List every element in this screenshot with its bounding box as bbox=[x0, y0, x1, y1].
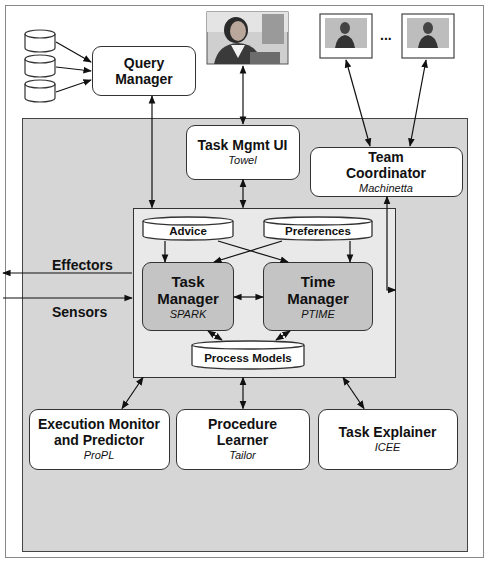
node-subtitle: ICEE bbox=[375, 441, 401, 454]
node-title: Process Models bbox=[204, 352, 292, 365]
node-title: Task Explainer bbox=[339, 424, 437, 440]
connector-arrow bbox=[387, 197, 396, 291]
node-title: Task Mgmt UI bbox=[198, 137, 288, 153]
node-subtitle: ProPL bbox=[84, 449, 115, 462]
user-photo bbox=[207, 12, 288, 64]
text-label: ... bbox=[380, 27, 392, 43]
text-label: Sensors bbox=[52, 304, 107, 320]
connector-arrow bbox=[234, 296, 263, 297]
ui-box: Task Mgmt UITowel bbox=[186, 125, 300, 180]
connector-arrow bbox=[122, 378, 143, 409]
team-screen bbox=[320, 14, 454, 58]
node-title: Execution Monitor and Predictor bbox=[31, 416, 167, 448]
connector-arrow bbox=[164, 241, 165, 262]
node-subtitle: Tailor bbox=[229, 449, 256, 462]
connector-arrow bbox=[214, 241, 282, 262]
connector-arrow bbox=[349, 241, 350, 262]
node-title: Team Coordinator bbox=[336, 149, 436, 181]
node-title: Task Manager bbox=[152, 273, 224, 307]
coordinator-box: Team CoordinatorMachinetta bbox=[310, 147, 463, 197]
text-label: Effectors bbox=[52, 257, 113, 273]
module-box: Procedure LearnerTailor bbox=[176, 409, 310, 470]
connector-arrow bbox=[151, 96, 152, 208]
query-manager-box: Query Manager bbox=[92, 46, 196, 96]
manager-box: Task ManagerSPARK bbox=[142, 262, 234, 331]
node-subtitle: SPARK bbox=[170, 308, 206, 321]
connector-arrow bbox=[343, 378, 364, 409]
connector-arrow bbox=[218, 241, 288, 262]
node-subtitle: PTIME bbox=[301, 308, 335, 321]
node-title: Preferences bbox=[285, 225, 351, 238]
input-arrow bbox=[56, 42, 91, 92]
connector-arrow bbox=[208, 331, 222, 340]
node-title: Query Manager bbox=[104, 55, 184, 87]
node-subtitle: Machinetta bbox=[359, 182, 413, 195]
module-box: Execution Monitor and PredictorProPL bbox=[29, 409, 170, 470]
node-subtitle: Towel bbox=[228, 154, 256, 167]
manager-box: Time ManagerPTIME bbox=[263, 262, 373, 331]
connector-arrow bbox=[242, 378, 243, 409]
store-cylinder: Process Models bbox=[191, 340, 305, 370]
connector-arrow bbox=[242, 180, 243, 208]
node-title: Time Manager bbox=[282, 273, 354, 307]
store-cylinder: Advice bbox=[142, 216, 234, 241]
database-symbol bbox=[25, 30, 55, 102]
store-cylinder: Preferences bbox=[263, 216, 373, 241]
module-box: Task ExplainerICEE bbox=[318, 409, 458, 470]
node-title: Advice bbox=[169, 225, 207, 238]
system-boundary: Task Mgmt UITowelTeam CoordinatorMachine… bbox=[22, 118, 468, 552]
connector-arrow bbox=[276, 331, 290, 340]
core-box: Advice PreferencesTask ManagerSPARK Time M… bbox=[133, 208, 396, 378]
node-title: Procedure Learner bbox=[193, 416, 293, 448]
